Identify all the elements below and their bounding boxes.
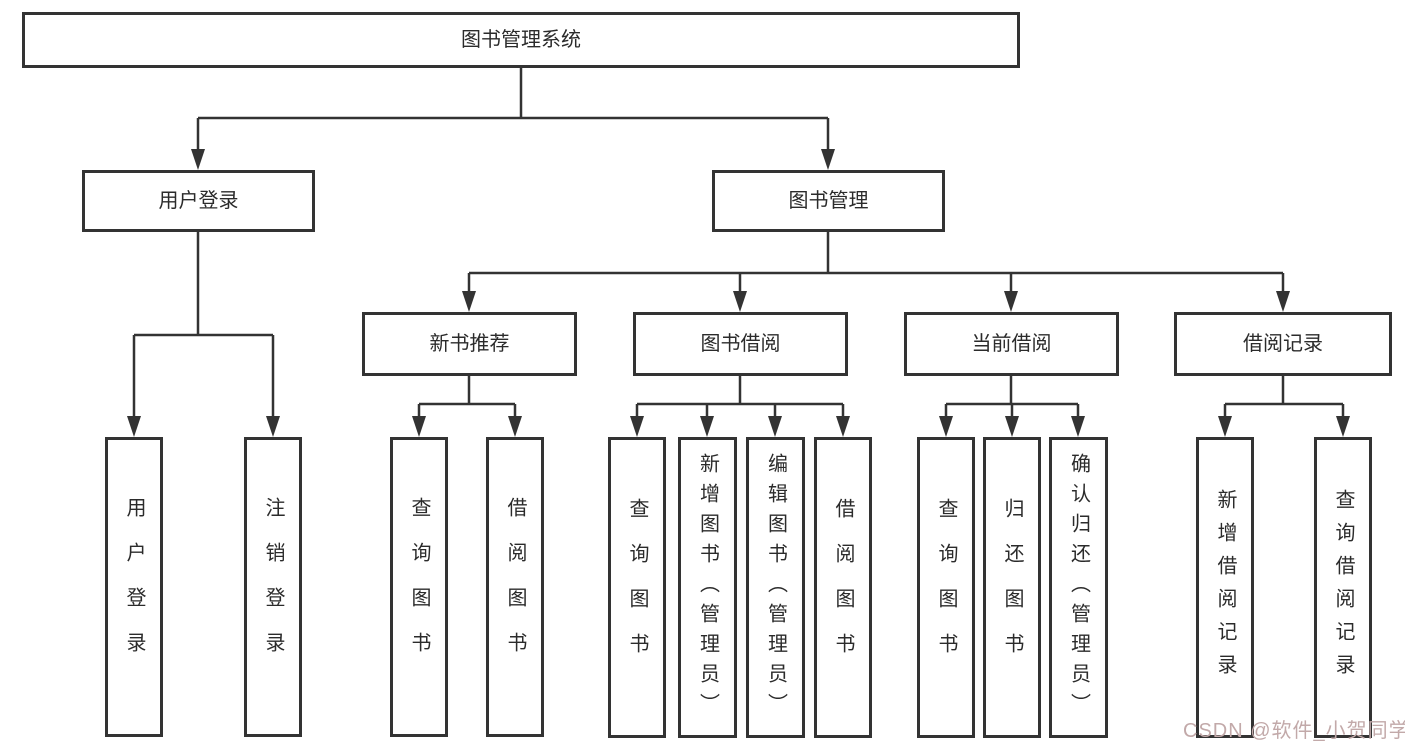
node-leaf-query-books-2: 查询图书	[608, 437, 666, 738]
node-label: 新增图书（管理员）	[696, 452, 719, 723]
node-label: 借阅图书	[832, 497, 854, 678]
node-leaf-query-books-3: 查询图书	[917, 437, 975, 738]
node-label: 新增借阅记录	[1214, 488, 1236, 687]
connector	[417, 376, 517, 420]
node-label: 查询借阅记录	[1332, 488, 1354, 687]
arrowhead-icon	[1071, 416, 1085, 437]
node-label: 用户登录	[158, 190, 239, 212]
node-new-book-rec: 新书推荐	[362, 312, 577, 376]
node-leaf-edit-book-admin: 编辑图书（管理员）	[746, 437, 805, 738]
node-book-mgmt: 图书管理	[712, 170, 945, 232]
arrowhead-icon	[733, 291, 747, 312]
node-label: 查询图书	[935, 497, 957, 678]
node-label: 借阅记录	[1243, 333, 1323, 355]
node-label: 注销登录	[262, 497, 284, 677]
node-label: 图书借阅	[700, 333, 781, 355]
node-leaf-query-books-1: 查询图书	[390, 437, 448, 737]
node-user-login: 用户登录	[82, 170, 315, 232]
node-leaf-borrow-books-2: 借阅图书	[814, 437, 872, 738]
node-borrow-records: 借阅记录	[1174, 312, 1392, 376]
node-current-borrow: 当前借阅	[904, 312, 1119, 376]
node-leaf-user-login: 用户登录	[105, 437, 163, 737]
connector	[132, 232, 275, 420]
arrowhead-icon	[939, 416, 953, 437]
node-book-borrow: 图书借阅	[633, 312, 848, 376]
arrowhead-icon	[836, 416, 850, 437]
arrowhead-icon	[1005, 416, 1019, 437]
connector	[635, 376, 845, 420]
arrowhead-icon	[462, 291, 476, 312]
arrowhead-icon	[630, 416, 644, 437]
node-label: 图书管理系统	[461, 29, 581, 51]
node-leaf-confirm-return: 确认归还（管理员）	[1049, 437, 1108, 738]
arrowhead-icon	[508, 416, 522, 437]
connector	[1223, 376, 1345, 420]
node-label: 确认归还（管理员）	[1067, 452, 1090, 723]
csdn-watermark: CSDN @软件_小贺同学	[1183, 720, 1405, 742]
arrowhead-icon	[412, 416, 426, 437]
node-root: 图书管理系统	[22, 12, 1020, 68]
node-leaf-add-book-admin: 新增图书（管理员）	[678, 437, 737, 738]
arrowhead-icon	[1004, 291, 1018, 312]
arrowhead-icon	[700, 416, 714, 437]
arrowhead-icon	[1336, 416, 1350, 437]
node-leaf-borrow-books-1: 借阅图书	[486, 437, 544, 737]
connector	[467, 232, 1285, 295]
node-label: 编辑图书（管理员）	[764, 452, 787, 723]
connector	[944, 376, 1080, 420]
arrowhead-icon	[127, 416, 141, 437]
node-leaf-add-borrow-record: 新增借阅记录	[1196, 437, 1254, 738]
arrowhead-icon	[768, 416, 782, 437]
node-leaf-logout: 注销登录	[244, 437, 302, 737]
arrowhead-icon	[1276, 291, 1290, 312]
node-label: 借阅图书	[504, 497, 526, 677]
node-label: 查询图书	[626, 497, 648, 678]
arrowhead-icon	[821, 149, 835, 170]
arrowhead-icon	[1218, 416, 1232, 437]
node-label: 用户登录	[123, 497, 145, 677]
node-label: 查询图书	[408, 497, 430, 677]
arrowhead-icon	[266, 416, 280, 437]
node-label: 新书推荐	[429, 333, 510, 355]
arrowhead-icon	[191, 149, 205, 170]
node-label: 图书管理	[788, 190, 869, 212]
node-label: 归还图书	[1001, 497, 1023, 678]
node-leaf-query-borrow-record: 查询借阅记录	[1314, 437, 1372, 738]
node-label: 当前借阅	[971, 333, 1052, 355]
connector	[196, 68, 830, 153]
node-leaf-return-books: 归还图书	[983, 437, 1041, 738]
